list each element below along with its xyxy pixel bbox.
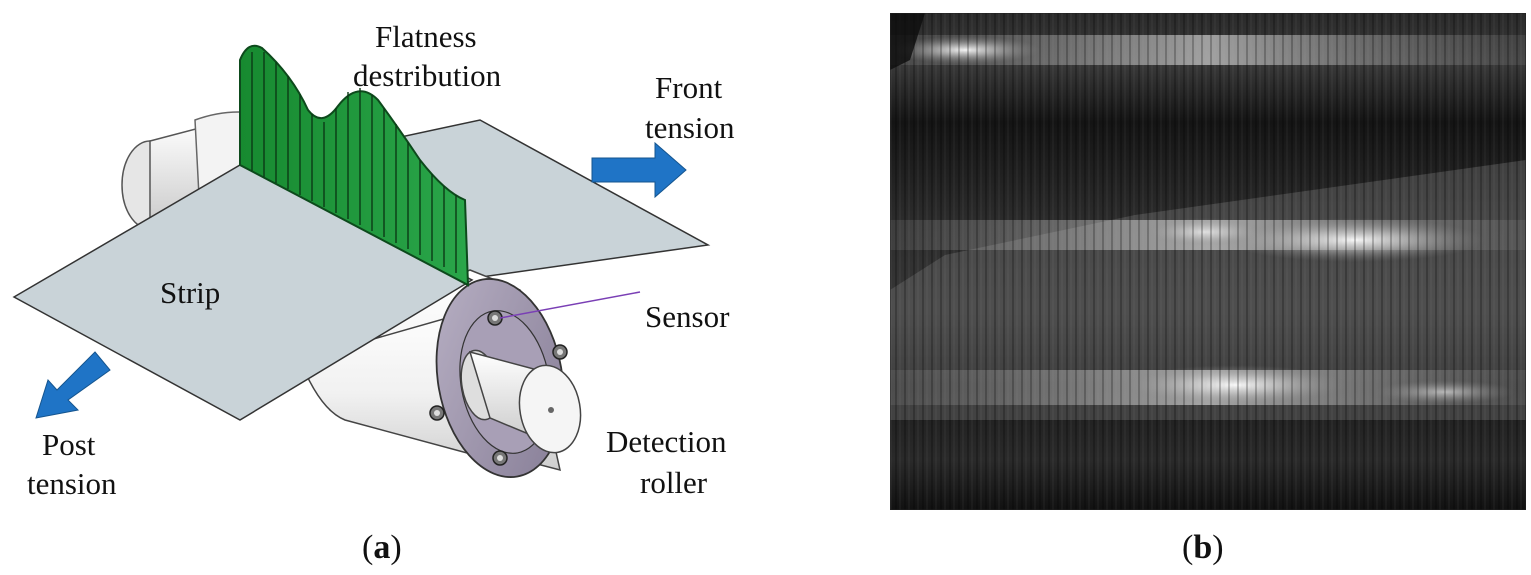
caption-b-open: (: [1182, 529, 1193, 566]
roller-surface-photo: (b): [890, 13, 1526, 566]
caption-b: (b): [1182, 529, 1224, 566]
caption-b-close: ): [1212, 529, 1223, 566]
caption-a-open: (: [362, 529, 373, 566]
label-detection-1: Detection: [606, 424, 727, 459]
flange-bolt: [492, 450, 508, 466]
label-post-1: Post: [42, 427, 96, 462]
roller-schematic: Flatness destribution Front tension Stri…: [12, 19, 735, 566]
detection-roller: [298, 269, 582, 478]
label-flatness-2: destribution: [353, 58, 502, 93]
panel-b: (b): [885, 0, 1531, 575]
flange-bolt: [552, 344, 568, 360]
sensor-leader-line: [499, 291, 641, 319]
caption-a-close: ): [390, 529, 401, 566]
label-strip: Strip: [160, 275, 220, 310]
arrow-down-left-icon: [35, 351, 111, 419]
caption-a: (a): [362, 529, 402, 566]
label-sensor: Sensor: [645, 299, 730, 334]
flatness-distribution-wall: [239, 44, 470, 287]
label-front-1: Front: [655, 70, 723, 105]
label-front-2: tension: [645, 110, 735, 145]
panel-a: Flatness destribution Front tension Stri…: [12, 19, 735, 566]
label-flatness-1: Flatness: [375, 19, 477, 54]
flange-bolt: [429, 405, 445, 421]
flange-bolt: [487, 310, 503, 326]
label-detection-2: roller: [640, 465, 708, 500]
strip-front: [12, 164, 474, 421]
arrow-right-icon: [591, 141, 687, 199]
front-shaft: [460, 349, 582, 454]
caption-a-letter: a: [373, 529, 390, 566]
caption-b-letter: b: [1193, 529, 1212, 566]
label-post-2: tension: [27, 466, 117, 501]
